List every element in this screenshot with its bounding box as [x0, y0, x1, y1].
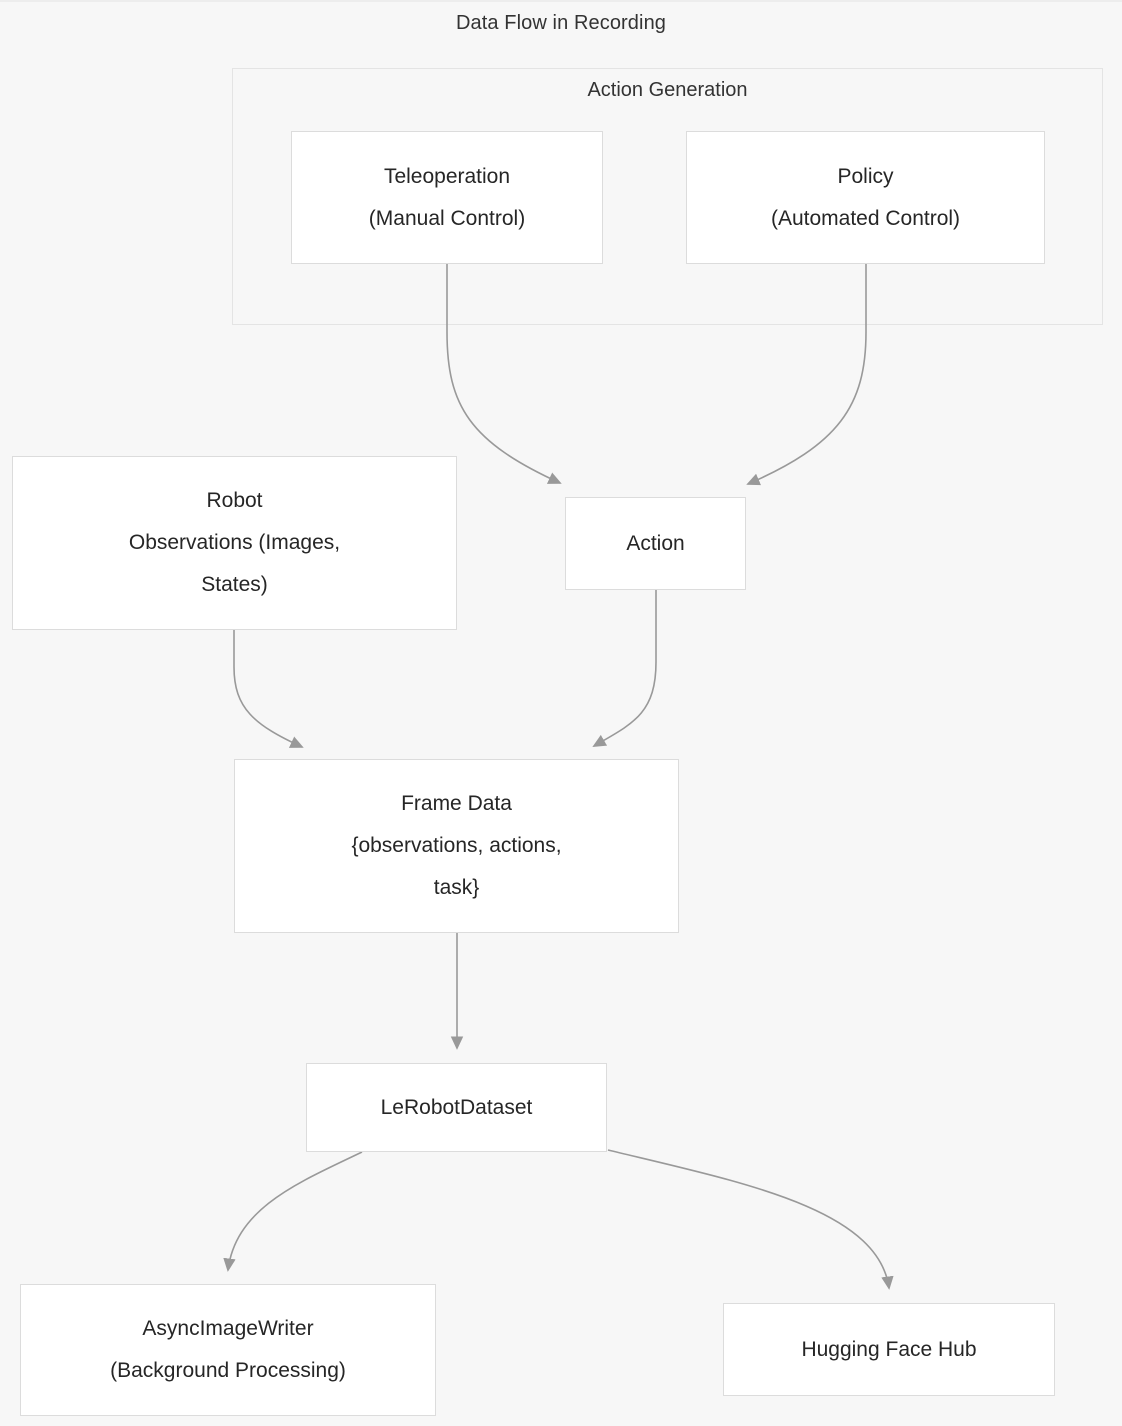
node-robot-line-1: Robot: [206, 489, 263, 512]
node-asyncimagewriter-line-2: (Background Processing): [110, 1359, 346, 1382]
edge-lerobotdataset-to-asyncimagewriter: [223, 1151, 363, 1272]
node-asyncimagewriter[interactable]: AsyncImageWriter (Background Processing): [20, 1284, 436, 1416]
node-teleoperation-line-1: Teleoperation: [383, 164, 511, 188]
node-frame-data-line-1: Frame Data: [401, 792, 512, 815]
diagram-title: Data Flow in Recording: [455, 12, 667, 34]
node-huggingface-hub[interactable]: Hugging Face Hub: [723, 1303, 1055, 1396]
node-robot-line-3: States): [201, 573, 268, 596]
edge-lerobotdataset-to-huggingface-hub: [607, 1149, 894, 1290]
node-teleoperation[interactable]: Teleoperation (Manual Control): [291, 131, 603, 264]
node-lerobotdataset-line-1: LeRobotDataset: [380, 1095, 533, 1119]
node-policy-line-1: Policy: [837, 164, 894, 188]
node-robot[interactable]: Robot Observations (Images, States): [12, 456, 457, 630]
node-frame-data[interactable]: Frame Data {observations, actions, task}: [234, 759, 679, 933]
node-frame-data-line-2: {observations, actions,: [351, 834, 562, 857]
node-policy[interactable]: Policy (Automated Control): [686, 131, 1045, 264]
node-teleoperation-line-2: (Manual Control): [368, 206, 526, 230]
node-action-line-1: Action: [626, 531, 685, 555]
node-asyncimagewriter-line-1: AsyncImageWriter: [142, 1317, 314, 1340]
node-action[interactable]: Action: [565, 497, 746, 590]
subgraph-label-action-generation: Action Generation: [587, 79, 748, 101]
node-policy-line-2: (Automated Control): [770, 206, 961, 230]
edge-robot-to-frame-data: [233, 630, 304, 748]
node-lerobotdataset[interactable]: LeRobotDataset: [306, 1063, 607, 1152]
edge-action-to-frame-data: [592, 590, 657, 747]
node-huggingface-hub-line-1: Hugging Face Hub: [801, 1337, 977, 1361]
node-frame-data-line-3: task}: [433, 876, 480, 899]
node-robot-line-2: Observations (Images,: [128, 531, 341, 554]
